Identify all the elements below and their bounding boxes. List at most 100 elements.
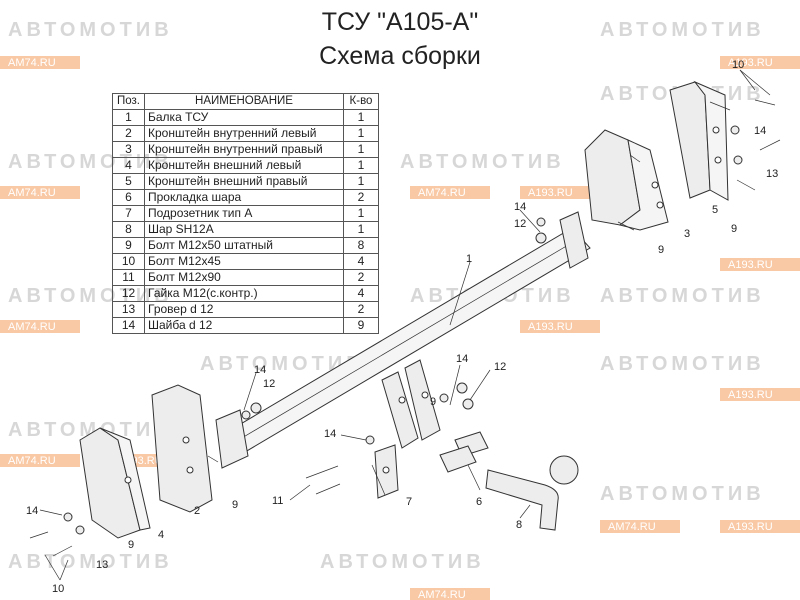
row-name: Болт М12х90 bbox=[144, 269, 344, 286]
bolt-shaft bbox=[759, 139, 781, 151]
watermark-brand: АВТОМОТИВ bbox=[600, 285, 765, 307]
callout-14: 14 bbox=[456, 353, 468, 365]
socket-mount bbox=[374, 444, 399, 499]
center-hole bbox=[398, 396, 406, 404]
callout-12: 12 bbox=[263, 378, 275, 390]
row-pos: 1 bbox=[112, 109, 145, 126]
row-qty: 9 bbox=[343, 317, 379, 334]
callout-10: 10 bbox=[52, 583, 64, 595]
beam-end-plate-left bbox=[215, 409, 249, 469]
callout-9: 9 bbox=[128, 539, 134, 551]
row-qty: 1 bbox=[343, 141, 379, 158]
bolts bbox=[29, 99, 781, 557]
callout-9: 9 bbox=[658, 244, 664, 256]
watermark-site: A193.RU bbox=[728, 389, 773, 401]
washer bbox=[536, 217, 546, 227]
row-pos: 11 bbox=[112, 269, 145, 286]
bracket-outer-right bbox=[669, 80, 729, 201]
washer bbox=[439, 393, 449, 403]
socket-mount-hole bbox=[382, 466, 390, 474]
tow-ball-neck bbox=[485, 469, 559, 531]
bracket-5-hole bbox=[714, 156, 722, 164]
callout-6: 6 bbox=[476, 496, 482, 508]
leader-line bbox=[739, 69, 771, 96]
row-pos: 13 bbox=[112, 301, 145, 318]
callout-13: 13 bbox=[766, 168, 778, 180]
watermark-bar bbox=[520, 186, 600, 199]
row-name: Шайба d 12 bbox=[144, 317, 344, 334]
row-qty: 1 bbox=[343, 173, 379, 190]
callout-13: 13 bbox=[96, 559, 108, 571]
watermark-brand: АВТОМОТИВ bbox=[8, 419, 173, 441]
row-qty: 4 bbox=[343, 253, 379, 270]
watermark-brand: АВТОМОТИВ bbox=[320, 551, 485, 573]
beam-edge bbox=[229, 237, 581, 446]
callout-5: 5 bbox=[712, 204, 718, 216]
callout-14: 14 bbox=[514, 201, 526, 213]
ball-spacers bbox=[439, 431, 489, 473]
callout-4: 4 bbox=[158, 529, 164, 541]
watermark-site: AM74.RU bbox=[8, 455, 56, 467]
watermark-site: AM74.RU bbox=[418, 187, 466, 199]
row-name: Прокладка шара bbox=[144, 189, 344, 206]
bracket-3-side bbox=[618, 139, 669, 231]
leader-line bbox=[467, 464, 481, 491]
watermark-brand: АВТОМОТИВ bbox=[600, 19, 765, 41]
watermark-bar bbox=[720, 388, 800, 401]
bracket-inner-right bbox=[584, 129, 669, 231]
row-name: Кронштейн внешний левый bbox=[144, 157, 344, 174]
watermark-site: AM74.RU bbox=[418, 589, 466, 600]
watermark-bar bbox=[720, 56, 800, 69]
watermark-brand: АВТОМОТИВ bbox=[200, 353, 365, 375]
center-plate-left bbox=[381, 371, 419, 449]
row-pos: 5 bbox=[112, 173, 145, 190]
row-qty: 2 bbox=[343, 301, 379, 318]
watermark-row-1: АВТОМОТИВ АВТОМОТИВ AM74.RU A193.RU bbox=[0, 19, 800, 69]
row-pos: 2 bbox=[112, 125, 145, 142]
bolt-shaft bbox=[617, 221, 635, 231]
bracket-2-hole bbox=[186, 466, 194, 474]
nut bbox=[250, 402, 262, 414]
row-name: Подрозетник тип А bbox=[144, 205, 344, 222]
row-pos: 6 bbox=[112, 189, 145, 206]
row-pos: 3 bbox=[112, 141, 145, 158]
bracket-4-hole bbox=[124, 476, 132, 484]
watermark-bar bbox=[410, 588, 490, 600]
leader-line bbox=[39, 509, 63, 516]
row-name: Кронштейн внешний правый bbox=[144, 173, 344, 190]
center-bracket bbox=[381, 359, 441, 449]
row-name: Кронштейн внутренний левый bbox=[144, 125, 344, 142]
bolt-shaft bbox=[754, 99, 776, 106]
leader-line bbox=[519, 504, 531, 519]
ball-spacer bbox=[439, 445, 477, 473]
callout-9: 9 bbox=[430, 396, 436, 408]
leader-line bbox=[371, 464, 386, 496]
nut bbox=[535, 232, 547, 244]
watermark-brand: АВТОМОТИВ bbox=[600, 483, 765, 505]
header-qty: К-во bbox=[343, 93, 379, 110]
bracket-2-hole bbox=[182, 436, 190, 444]
watermark-site: A193.RU bbox=[528, 321, 573, 333]
nut bbox=[462, 398, 474, 410]
washer bbox=[241, 410, 251, 420]
leader-line bbox=[469, 369, 491, 401]
center-plate-right bbox=[404, 359, 441, 441]
row-name: Болт М12х45 bbox=[144, 253, 344, 270]
washer bbox=[365, 435, 375, 445]
watermark-bar bbox=[0, 56, 80, 69]
row-qty: 1 bbox=[343, 157, 379, 174]
callout-12: 12 bbox=[514, 218, 526, 230]
callout-14: 14 bbox=[324, 428, 336, 440]
callout-12: 12 bbox=[494, 361, 506, 373]
watermark-bar bbox=[0, 454, 80, 467]
watermark-brand: АВТОМОТИВ bbox=[600, 353, 765, 375]
